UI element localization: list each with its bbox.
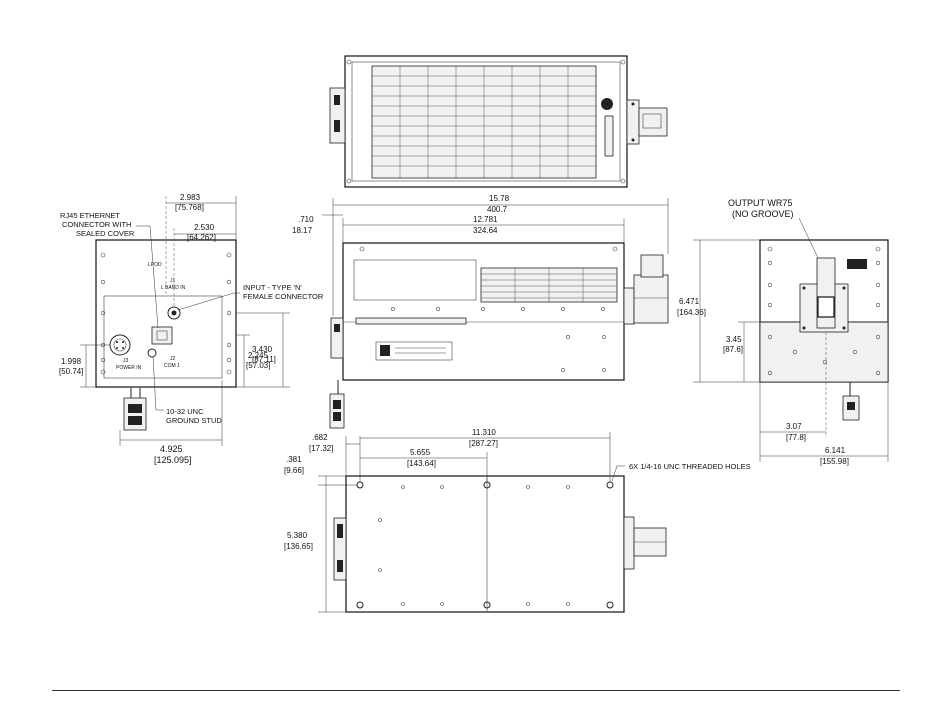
dim-307-inch: 3.07 <box>786 422 802 431</box>
front-view-annotations: 2.983 [75.768] 2.530 [64.262] 3.430 [87.… <box>59 193 324 465</box>
callout-rj45-line1: RJ45 ETHERNET <box>60 211 120 220</box>
back-view-annotations: OUTPUT WR75 (NO GROOVE) 6.471 [164.36] 3… <box>677 198 849 466</box>
power-cable-connector <box>123 397 147 431</box>
label-j2: J2 <box>170 356 176 362</box>
dim-5380-inch: 5.380 <box>287 531 308 540</box>
callout-output-line1: OUTPUT WR75 <box>728 198 792 208</box>
dim-381-mm: [9.66] <box>284 466 304 475</box>
top-fan-hub <box>601 98 613 110</box>
dim-2983-mm: [75.768] <box>175 203 204 212</box>
ground-stud <box>147 348 157 358</box>
dim-12781-inch: 12.781 <box>473 215 498 224</box>
side-label-area <box>353 259 477 301</box>
dim-710-inch: .710 <box>298 215 314 224</box>
bottom-view <box>318 432 667 613</box>
back-warning-label <box>847 259 867 269</box>
side-power-cable <box>329 393 345 429</box>
dim-12781-mm: 324.64 <box>473 226 498 235</box>
dim-1998-inch: 1.998 <box>61 357 82 366</box>
label-j3: J3 <box>123 358 129 364</box>
side-view <box>322 198 669 429</box>
front-view: LPOD J1 L BAND IN J2 COM 1 J3 POWER IN <box>80 196 290 446</box>
dim-6141-mm: [155.98] <box>820 457 849 466</box>
callout-ground-line2: GROUND STUD <box>166 416 222 425</box>
dim-3430-mm: [87.11] <box>252 355 276 364</box>
dim-2245-mm: [57.03] <box>246 361 270 370</box>
dim-15780-mm: 400.7 <box>487 205 508 214</box>
dim-5655-inch: 5.655 <box>410 448 431 457</box>
callout-output-line2: (NO GROOVE) <box>732 209 794 219</box>
dim-2530-inch: 2.530 <box>194 223 215 232</box>
dim-307-mm: [77.8] <box>786 433 806 442</box>
callout-rj45-line2: CONNECTOR WITH <box>62 220 131 229</box>
dim-1998-mm: [50.74] <box>59 367 83 376</box>
callout-rj45-line3: SEALED COVER <box>76 229 135 238</box>
output-wr75-port <box>817 296 835 318</box>
dim-6141-inch: 6.141 <box>825 446 846 455</box>
dim-11310-inch: 11.310 <box>472 428 496 437</box>
label-j1: J1 <box>170 278 176 284</box>
footer-rule <box>52 690 900 691</box>
side-view-annotations: 15.78 400.7 12.781 324.64 .710 18.17 <box>292 194 510 235</box>
dim-3430-inch: 3.430 <box>252 345 273 354</box>
dim-15780-inch: 15.78 <box>489 194 510 203</box>
dim-345-inch: 3.45 <box>726 335 742 344</box>
front-inner-panel <box>103 295 223 379</box>
bottom-view-annotations: .682 [17.32] 11.310 [287.27] 5.655 [143.… <box>284 428 751 551</box>
dim-4925-inch: 4.925 <box>160 444 183 454</box>
dim-682-inch: .682 <box>312 433 328 442</box>
dim-710-mm: 18.17 <box>292 226 313 235</box>
top-view <box>329 55 668 188</box>
j2-rj45-port <box>151 326 173 345</box>
top-waveguide-flange <box>626 99 640 145</box>
dim-4925-mm: [125.095] <box>154 455 192 465</box>
dim-682-mm: [17.32] <box>309 444 333 453</box>
bottom-waveguide-flange <box>623 516 635 570</box>
dim-5655-mm: [143.64] <box>407 459 436 468</box>
dim-6471-mm: [164.36] <box>677 308 706 317</box>
dim-2530-mm: [64.262] <box>187 233 216 242</box>
callout-input-line1: INPUT - TYPE 'N' <box>243 283 302 292</box>
top-connector-block <box>329 87 346 144</box>
callout-input-line2: FEMALE CONNECTOR <box>243 292 324 301</box>
dim-6471-inch: 6.471 <box>679 297 700 306</box>
callout-threaded-holes: 6X 1/4-16 UNC THREADED HOLES <box>629 462 751 471</box>
dim-2245-inch: 2.245 <box>248 351 269 360</box>
back-view <box>693 217 889 462</box>
label-l-band-in: L BAND IN <box>161 285 186 291</box>
j1-l-band-connector <box>167 306 181 320</box>
dim-5380-mm: [136.65] <box>284 542 313 551</box>
dim-345-mm: [87.6] <box>723 345 743 354</box>
side-waveguide-flange <box>623 287 635 325</box>
label-power-in: POWER IN <box>116 365 142 371</box>
label-com1: COM 1 <box>164 363 180 369</box>
dim-381-inch: .381 <box>286 455 302 464</box>
label-lpod: LPOD <box>148 262 162 268</box>
callout-ground-line1: 10-32 UNC <box>166 407 204 416</box>
dim-2983-inch: 2.983 <box>180 193 201 202</box>
side-warning-label <box>375 341 453 361</box>
dim-11310-mm: [287.27] <box>469 439 498 448</box>
